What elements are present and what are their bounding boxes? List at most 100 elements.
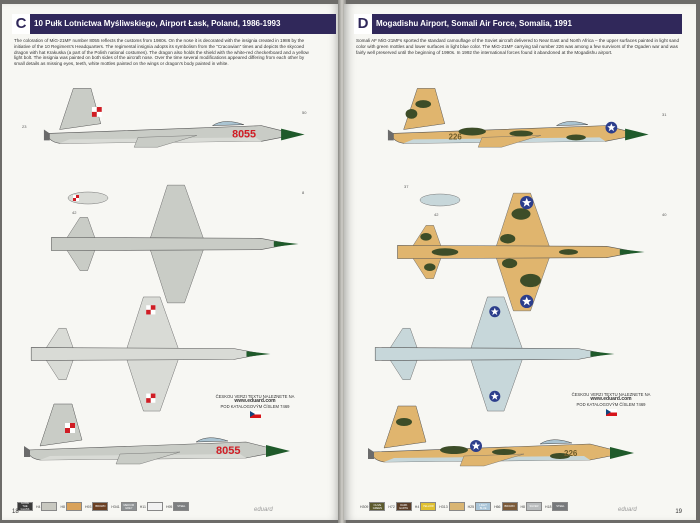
brand-logo: eduard bbox=[254, 507, 273, 513]
roundel-star bbox=[490, 392, 499, 400]
camouflage-mottle bbox=[502, 258, 518, 269]
canopy bbox=[555, 121, 588, 126]
exhaust-nozzle bbox=[368, 448, 374, 459]
profile-description: The coloration of MiG-21MF number 8055 r… bbox=[14, 38, 309, 67]
checker-square bbox=[150, 398, 156, 403]
profile-title: Mogadishu Airport, Somali Air Force, Som… bbox=[376, 19, 572, 28]
swatch-color: LIGHT BLUE bbox=[475, 502, 492, 511]
camouflage-mottle bbox=[458, 127, 486, 136]
camouflage-mottle bbox=[431, 248, 459, 256]
legend-swatch: H4 bbox=[36, 502, 58, 511]
note-line-1: ČESKOU VERZI TEXTU NALEZNETE NA bbox=[215, 394, 295, 399]
legend-swatch: GUNS/ THE GLASS bbox=[16, 502, 33, 511]
swatch-color bbox=[146, 502, 163, 511]
side-profile-top: 8055 bbox=[43, 88, 305, 148]
checker-square bbox=[70, 428, 75, 433]
checker-square bbox=[150, 309, 156, 315]
exhaust-nozzle bbox=[387, 129, 394, 141]
swatch-color: SILVER bbox=[525, 502, 542, 511]
checker-square bbox=[91, 107, 97, 112]
swatch-code: H66 bbox=[494, 504, 501, 509]
swatch-color: GUNS/ THE GLASS bbox=[17, 502, 33, 511]
camouflage-mottle bbox=[420, 233, 432, 241]
checker-square bbox=[96, 107, 102, 112]
top-view bbox=[397, 192, 645, 312]
roundel-star bbox=[522, 197, 532, 207]
fuselage bbox=[51, 237, 291, 251]
checker-square bbox=[76, 198, 79, 201]
note-line-2: POD KATALOGOVÝM ČÍSLEM 7469 bbox=[576, 402, 646, 407]
aircraft-number: 8055 bbox=[232, 128, 256, 140]
swatch-color: YELLOW bbox=[420, 502, 437, 511]
callout-number: 40 bbox=[662, 212, 667, 217]
swatch-code: H4 bbox=[36, 504, 41, 509]
legend-swatch: H313 bbox=[439, 502, 465, 511]
checker-square bbox=[91, 111, 97, 117]
book-gutter bbox=[338, 0, 346, 523]
tail-fin bbox=[403, 88, 446, 130]
checker-square bbox=[70, 423, 75, 428]
swatch-color bbox=[65, 502, 82, 511]
exhaust-nozzle bbox=[24, 446, 30, 457]
upper-wing bbox=[148, 184, 206, 245]
camouflage-mottle bbox=[415, 100, 432, 108]
checker-square bbox=[146, 393, 151, 399]
radome bbox=[590, 351, 615, 357]
czech-flag-icon bbox=[605, 409, 617, 416]
profile-letter: C bbox=[12, 14, 30, 34]
camouflage-mottle bbox=[492, 449, 516, 455]
czech-flag-icon bbox=[249, 411, 261, 418]
swatch-code: H313 bbox=[439, 504, 448, 509]
swatch-code: H11 bbox=[139, 504, 146, 509]
swatch-color: STEEL bbox=[552, 502, 569, 511]
aircraft-number: 8055 bbox=[216, 445, 240, 457]
checker-square bbox=[150, 305, 156, 310]
radome bbox=[246, 351, 271, 357]
radome bbox=[266, 445, 290, 457]
swatch-code: H4 bbox=[414, 504, 420, 509]
brand-logo: eduard bbox=[618, 507, 637, 513]
swatch-code: H72 bbox=[388, 504, 395, 509]
canopy bbox=[195, 437, 229, 443]
czech-text-note: ČESKOU VERZI TEXTU NALEZNETE NA www.edua… bbox=[568, 392, 654, 416]
callout-number: 42 bbox=[434, 212, 439, 217]
swatch-code: H25 bbox=[467, 504, 475, 509]
radome bbox=[625, 128, 649, 141]
roundel-icon bbox=[605, 121, 618, 134]
side-profile-bottom: 226 bbox=[368, 405, 634, 467]
note-website[interactable]: www.eduard.com bbox=[590, 396, 632, 402]
exhaust-nozzle bbox=[43, 129, 50, 141]
radome bbox=[610, 447, 634, 459]
checker-square bbox=[146, 398, 151, 403]
roundel-star bbox=[607, 123, 616, 132]
note-line-2: POD KATALOGOVÝM ČÍSLEM 7469 bbox=[220, 404, 290, 409]
callout-number: 23 bbox=[22, 124, 27, 129]
roundel-star bbox=[522, 296, 532, 306]
polish-checker-icon bbox=[73, 195, 79, 201]
page-number: 19 bbox=[675, 509, 682, 515]
callout-number: 42 bbox=[72, 210, 77, 215]
tail-fin bbox=[59, 88, 102, 130]
camouflage-mottle bbox=[566, 134, 586, 141]
checker-square bbox=[146, 305, 151, 310]
wing bbox=[115, 451, 181, 465]
camouflage-mottle bbox=[559, 249, 578, 255]
swatch-code: H8 bbox=[60, 504, 65, 509]
note-website[interactable]: www.eduard.com bbox=[234, 398, 276, 404]
aircraft-number: 226 bbox=[449, 132, 463, 141]
radome bbox=[273, 241, 299, 247]
callout-number: 31 bbox=[662, 112, 667, 117]
camouflage-mottle bbox=[509, 130, 533, 137]
camouflage-mottle bbox=[405, 108, 418, 119]
